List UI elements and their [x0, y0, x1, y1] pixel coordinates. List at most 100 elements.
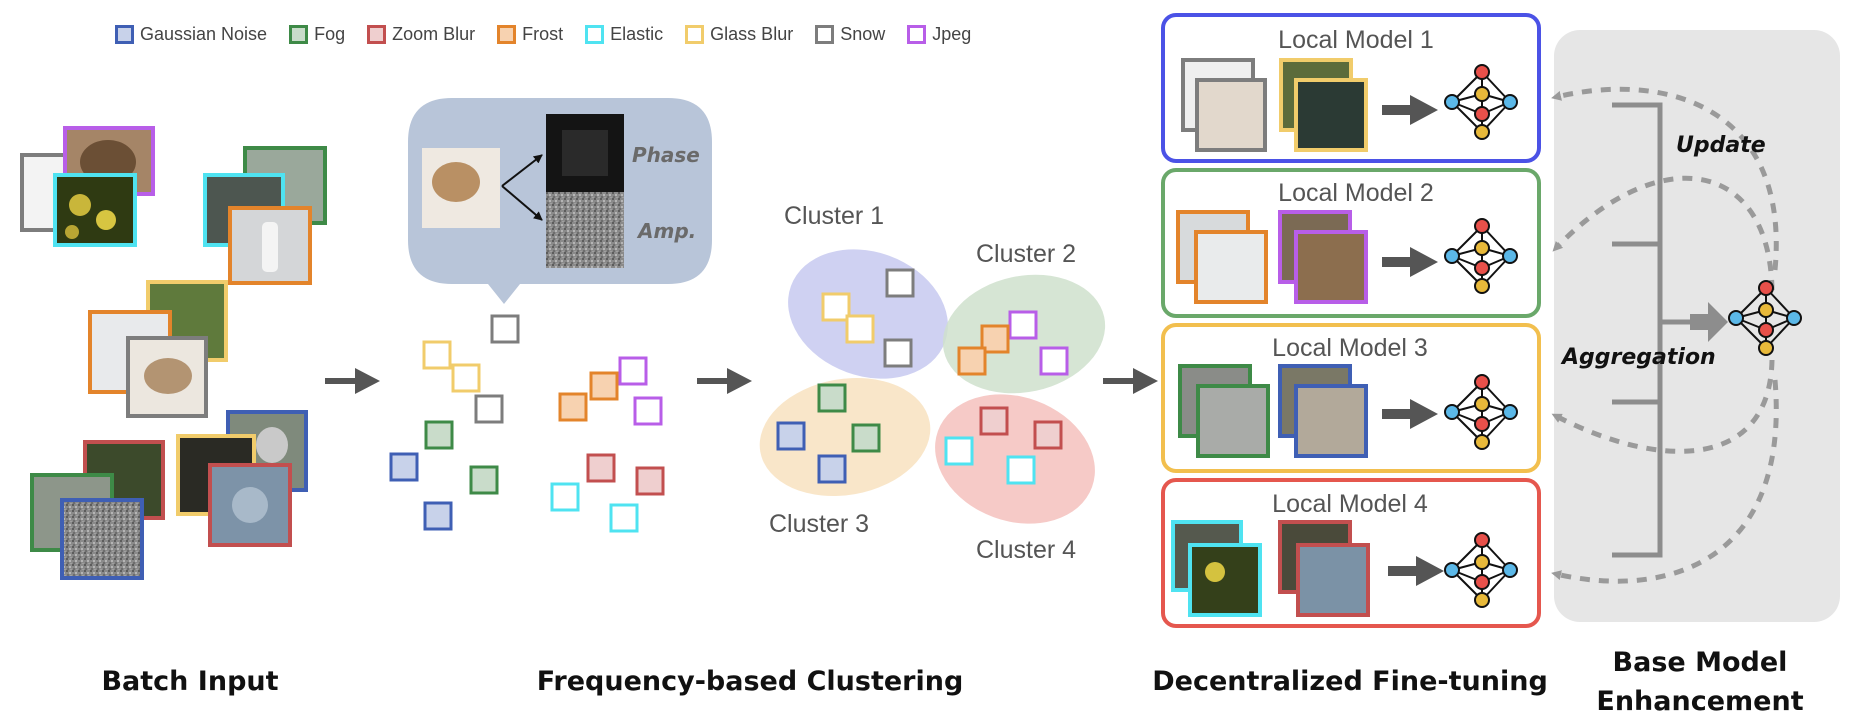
cluster-4-label: Cluster 4 [976, 536, 1076, 564]
point-snow [883, 338, 913, 368]
point-gaussian-noise [423, 501, 453, 531]
image-content [262, 222, 278, 272]
network-icon [1444, 374, 1518, 450]
point-zoom-blur [1033, 420, 1063, 450]
point-jpeg [1008, 310, 1038, 340]
split-arrow [501, 185, 543, 221]
point-elastic [944, 436, 974, 466]
network-icon [1444, 64, 1518, 140]
local-model-4-label: Local Model 4 [1272, 490, 1428, 518]
legend-item-snow: Snow [815, 24, 885, 45]
flow-arrow [325, 368, 380, 394]
aggregation-arrow [1690, 302, 1728, 342]
legend-swatch [685, 24, 705, 44]
frequency-bubble [408, 98, 712, 304]
point-elastic [609, 503, 639, 533]
point-frost [558, 392, 588, 422]
local-model-2-label: Local Model 2 [1278, 179, 1434, 207]
cluster-3-label: Cluster 3 [769, 510, 869, 538]
point-gaussian-noise [389, 452, 419, 482]
point-jpeg [618, 356, 648, 386]
image-content [232, 487, 268, 523]
corruption-legend: Gaussian Noise Fog Zoom Blur Frost Elast… [115, 20, 993, 48]
image-thumb-frost [1194, 230, 1268, 304]
point-snow [885, 268, 915, 298]
image-content [65, 225, 79, 239]
legend-swatch [907, 24, 927, 44]
point-gaussian-noise [776, 421, 806, 451]
point-snow [490, 314, 520, 344]
local-model-3-label: Local Model 3 [1272, 334, 1428, 362]
point-elastic [550, 482, 580, 512]
legend-swatch [815, 24, 835, 44]
model-arrow [1382, 399, 1438, 429]
legend-item-gaussian-noise: Gaussian Noise [115, 24, 267, 45]
point-fog [851, 423, 881, 453]
point-glass-blur [845, 314, 875, 344]
local-model-1 [1161, 13, 1541, 163]
legend-item-zoom-blur: Zoom Blur [367, 24, 475, 45]
cluster-1-label: Cluster 1 [784, 202, 884, 230]
flow-arrow [697, 368, 752, 394]
point-glass-blur [821, 292, 851, 322]
legend-item-fog: Fog [289, 24, 345, 45]
image-thumb-gaussian-noise [1294, 384, 1368, 458]
point-glass-blur [422, 340, 452, 370]
model-arrow [1382, 247, 1438, 277]
image-content [144, 358, 192, 394]
base-model-network-icon [1728, 280, 1802, 356]
image-content [69, 194, 91, 216]
legend-swatch [115, 24, 134, 44]
cluster-1-region [788, 249, 948, 379]
point-fog [469, 465, 499, 495]
local-model-4 [1161, 478, 1541, 628]
local-model-1-label: Local Model 1 [1278, 26, 1434, 54]
image-content [96, 210, 116, 230]
feature-points [389, 314, 665, 533]
point-glass-blur [451, 363, 481, 393]
cluster-2-label: Cluster 2 [976, 240, 1076, 268]
legend-swatch [289, 24, 309, 44]
image-thumb-snow [1195, 78, 1267, 152]
image-thumb-glass-blur [1294, 78, 1368, 152]
batch-input-images [20, 126, 327, 580]
section-label-enhancement-line1: Base Model [1612, 647, 1788, 678]
point-jpeg [1039, 346, 1069, 376]
phase-label: Phase [632, 143, 700, 167]
flow-arrow [1103, 368, 1158, 394]
point-jpeg [633, 396, 663, 426]
image-content [1205, 562, 1225, 582]
point-elastic [1006, 455, 1036, 485]
split-arrow [501, 154, 543, 187]
point-zoom-blur [979, 406, 1009, 436]
image-thumb-gaussian-noise [60, 498, 144, 580]
section-label-clustering: Frequency-based Clustering [536, 666, 964, 697]
point-zoom-blur [586, 453, 616, 483]
amp-label: Amp. [636, 219, 696, 243]
image-content [432, 162, 480, 202]
image-content [256, 427, 288, 463]
aggregation-bracket [1612, 102, 1690, 558]
section-label-fine-tuning: Decentralized Fine-tuning [1152, 666, 1548, 697]
network-icon [1444, 218, 1518, 294]
aggregation-label: Aggregation [1560, 345, 1716, 370]
image-thumb-elastic [1188, 543, 1262, 617]
image-thumb-frost [228, 206, 312, 285]
legend-item-frost: Frost [497, 24, 563, 45]
local-model-3 [1161, 323, 1541, 473]
point-fog [424, 420, 454, 450]
clusters [759, 249, 1106, 524]
update-label: Update [1676, 133, 1766, 158]
point-frost [589, 371, 619, 401]
amplitude-spectrum [546, 192, 624, 268]
image-thumb-zoom-blur [1296, 543, 1370, 617]
local-model-2 [1161, 168, 1541, 318]
legend-item-jpeg: Jpeg [907, 24, 971, 45]
legend-swatch [497, 24, 517, 44]
section-label-batch-input: Batch Input [101, 666, 279, 697]
network-icon [1444, 532, 1518, 608]
point-fog [817, 383, 847, 413]
point-snow [474, 394, 504, 424]
